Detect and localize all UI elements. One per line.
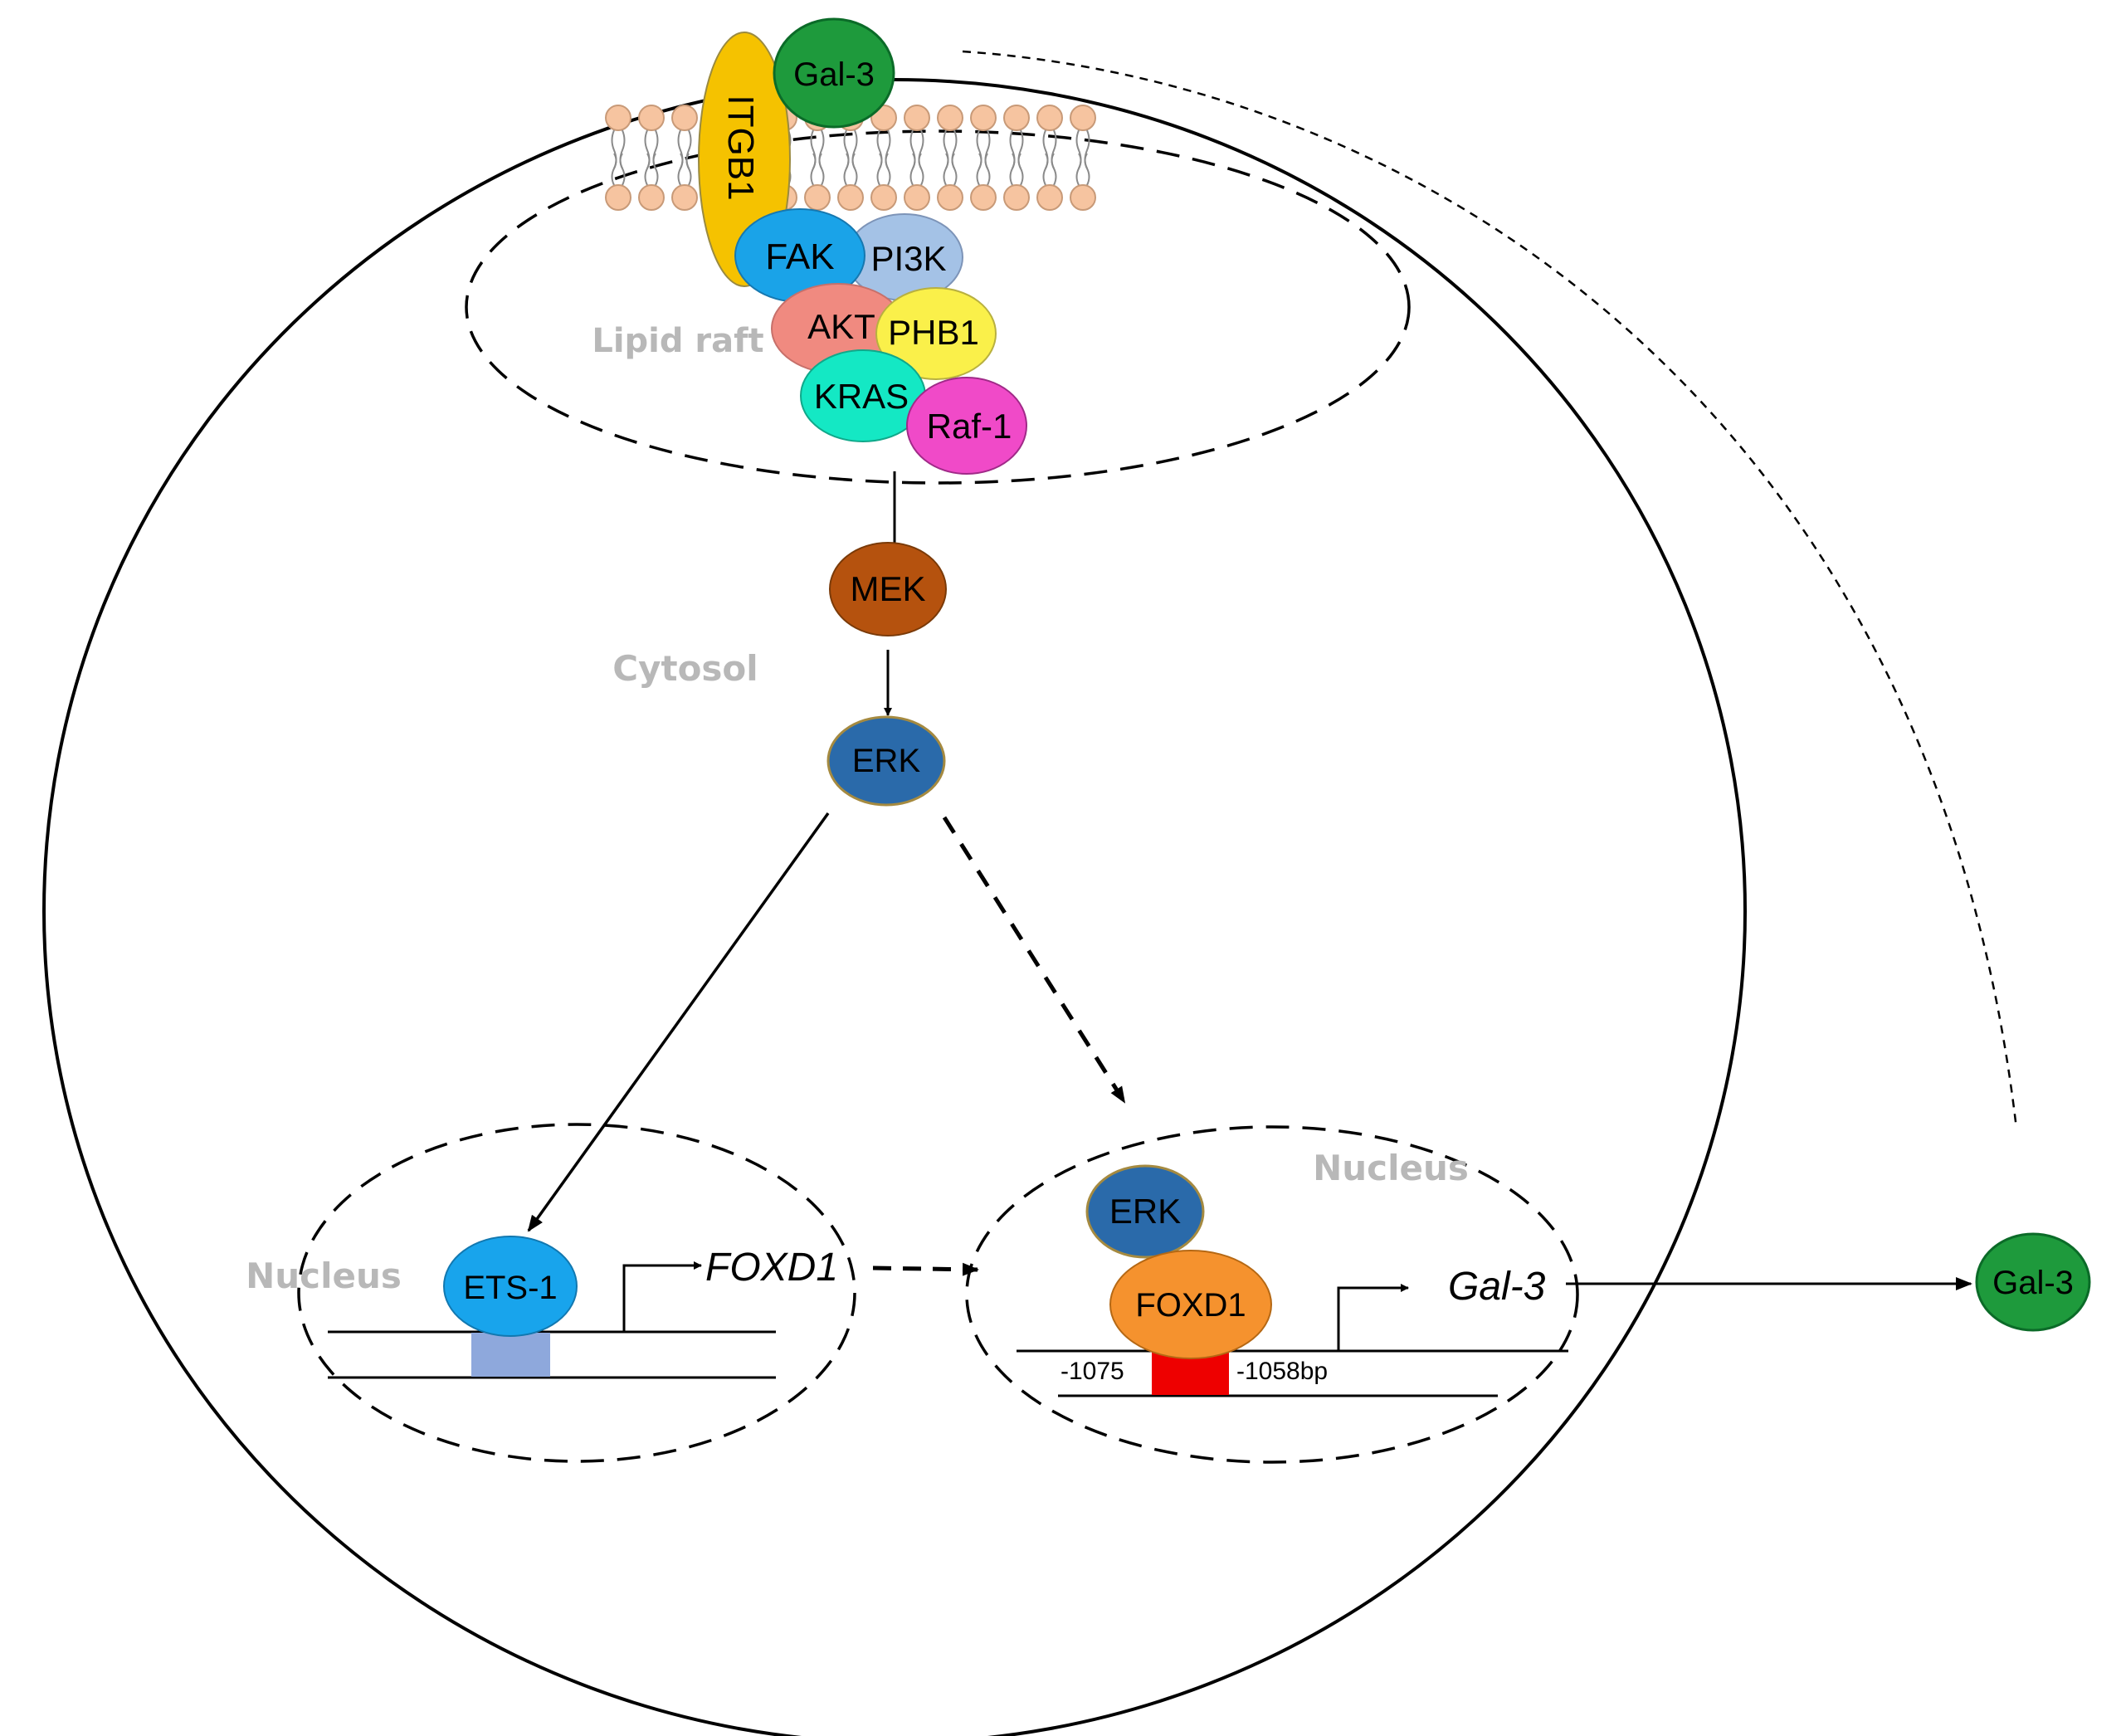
lipid-tail-bottom [1009,153,1024,186]
lipid-tail-top [876,129,891,169]
promoter-end-label: -1058bp [1236,1358,1328,1385]
gal3-secreted-protein [1975,1232,2091,1332]
lipid-head-top [970,105,997,131]
lipid-head-bottom [870,184,897,211]
lipid-head-top [671,105,698,131]
erk-to-ets1-arrow [527,812,830,1232]
foxd1-transcription-arrow [622,1261,702,1332]
lipid-head-top [638,105,665,131]
nucleus-right-label: Nucleus [1313,1148,1469,1188]
lipid-tail-bottom [1042,153,1057,186]
mek-protein [829,542,947,636]
lipid-head-bottom [904,184,930,211]
lipid-raft-outline [465,129,1411,485]
lipid-head-top [1003,105,1030,131]
gal3-membrane-protein [773,17,895,129]
foxd1-protein-label: FOXD1 [1135,1287,1246,1324]
lipid-tail-bottom [876,153,891,186]
lipid-head-bottom [804,184,831,211]
lipid-tail-top [943,129,958,169]
ets1-protein [443,1236,578,1337]
lipid-tail-top [611,129,626,169]
akt-label: AKT [807,307,875,346]
fak-label: FAK [765,237,834,277]
lipid-tail-top [644,129,659,169]
pi3k-label: PI3K [870,239,946,278]
lipid-tail-bottom [810,153,825,186]
lipid-tail-bottom [943,153,958,186]
lipid-head-bottom [1070,184,1096,211]
cytosol-label: Cytosol [612,648,758,689]
lipid-tail-bottom [1075,153,1090,186]
lipid-head-bottom [605,184,631,211]
nucleus-left-label: Nucleus [246,1256,402,1296]
lipid-head-bottom [638,184,665,211]
lipid-tail-bottom [976,153,991,186]
gal3-transcription-arrow [1337,1284,1409,1351]
erk-nucleus-label: ERK [1109,1192,1181,1231]
lipid-head-top [1070,105,1096,131]
ets1-label: ETS-1 [463,1270,557,1306]
lipid-head-bottom [1003,184,1030,211]
gal3-membrane-label: Gal-3 [793,56,875,93]
lipid-tail-bottom [909,153,924,186]
phb1-protein [875,287,997,380]
erk-cytosol-protein [826,715,946,807]
lipid-tail-top [1009,129,1024,169]
promoter-start-label: -1075 [1060,1358,1124,1385]
lipid-tail-top [843,129,858,169]
lipid-head-bottom [970,184,997,211]
lipid-head-top [1036,105,1063,131]
lipid-head-top [605,105,631,131]
lipid-head-bottom [937,184,963,211]
foxd1-protein [1109,1250,1272,1359]
nucleus-right-outline [965,1125,1579,1464]
lipid-raft-label: Lipid raft [592,322,763,360]
foxd1-to-nucleus-dashed-arrow [872,1262,979,1276]
lipid-head-top [937,105,963,131]
ets1-binding-site [471,1333,550,1377]
lipid-head-bottom [837,184,864,211]
lipid-tail-bottom [644,153,659,186]
erk-cytosol-label: ERK [852,743,921,779]
lipid-tail-top [976,129,991,169]
raf1-label: Raf-1 [927,407,1012,446]
lipid-tail-top [909,129,924,169]
erk-nucleus-protein [1085,1164,1205,1259]
lipid-tail-bottom [611,153,626,186]
raf1-protein [906,377,1027,475]
foxd1-gene-label: FOXD1 [705,1246,838,1290]
secretion-dashed-curve [962,50,2018,1129]
lipid-tail-bottom [843,153,858,186]
nucleus-left-outline [297,1123,856,1463]
lipid-head-bottom [1036,184,1063,211]
itgb1-label: ITGB1 [720,95,761,200]
gal3-secreted-label: Gal-3 [1992,1265,2074,1301]
lipid-tail-bottom [677,153,692,186]
lipid-tail-top [677,129,692,169]
lipid-head-top [904,105,930,131]
mek-label: MEK [850,569,925,608]
lipid-tail-top [1075,129,1090,169]
erk-to-nucleus-dashed-arrow [942,816,1127,1104]
gal3-gene-label: Gal-3 [1448,1265,1546,1309]
kras-label: KRAS [814,377,909,416]
phb1-label: PHB1 [888,313,979,352]
lipid-head-bottom [671,184,698,211]
